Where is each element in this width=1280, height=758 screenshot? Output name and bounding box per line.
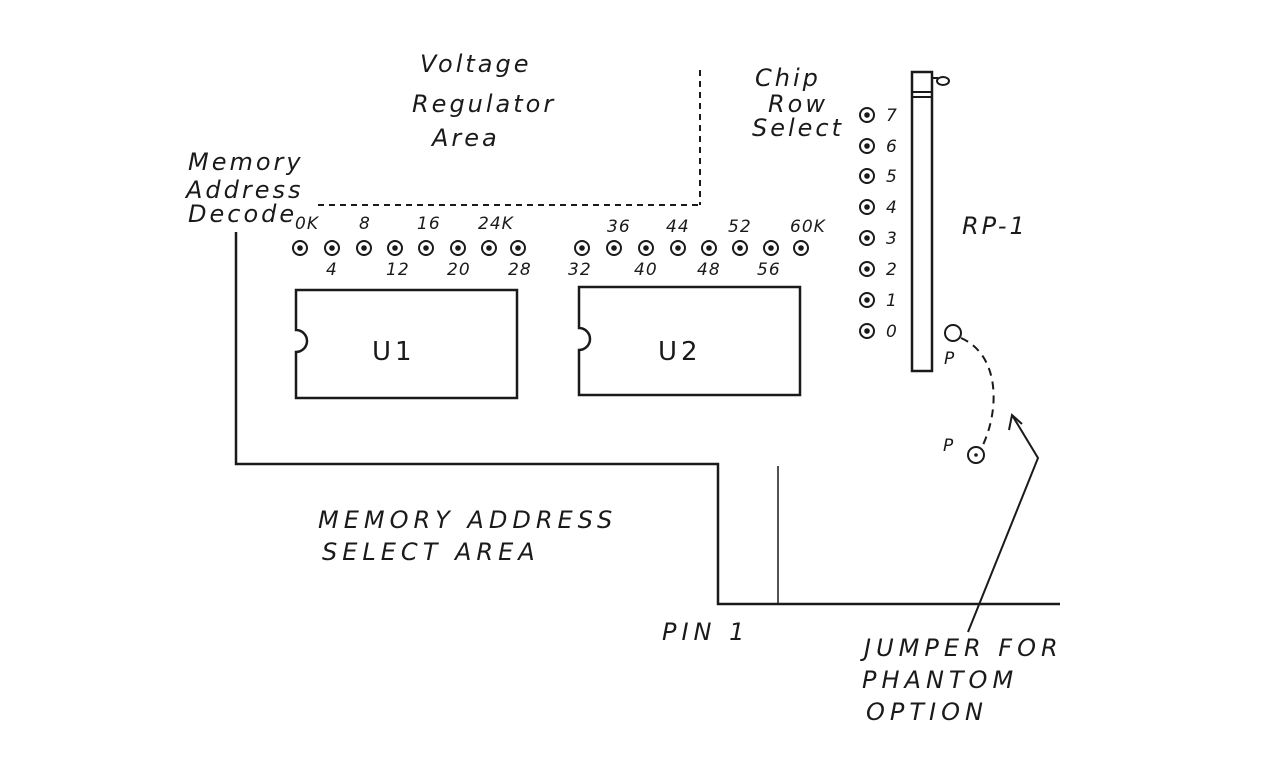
address-label-12: 12 <box>386 260 410 280</box>
phantom-jumper-dashed <box>960 337 995 448</box>
voltage-regulator-label: Voltage Regulator Area <box>412 50 556 152</box>
phantom-pad-lower[interactable]: P <box>943 436 985 464</box>
address-label-44: 44 <box>666 217 690 237</box>
row-label-5: 5 <box>886 167 898 187</box>
address-label-16: 16 <box>417 214 441 234</box>
address-labels-top: 0K 8 16 24K 36 44 52 60K <box>295 214 827 237</box>
address-select-boundary <box>234 232 1060 606</box>
chip-u2-label: U2 <box>658 337 702 367</box>
jumper-pointer-arrow <box>967 413 1040 633</box>
jumper-label: JUMPER FOR PHANTOM OPTION <box>860 634 1063 726</box>
svg-text:Row: Row <box>768 90 828 118</box>
address-label-20: 20 <box>447 260 471 280</box>
address-label-0k: 0K <box>295 214 320 234</box>
svg-text:Decode: Decode <box>188 200 297 228</box>
row-label-1: 1 <box>886 291 898 311</box>
address-label-56: 56 <box>757 260 781 280</box>
svg-text:OPTION: OPTION <box>866 698 988 726</box>
address-label-40: 40 <box>634 260 658 280</box>
svg-text:JUMPER FOR: JUMPER FOR <box>860 634 1063 662</box>
memory-address-select-label: MEMORY ADDRESS SELECT AREA <box>318 506 617 566</box>
svg-text:Chip: Chip <box>755 64 821 92</box>
svg-text:Voltage: Voltage <box>420 50 531 78</box>
row-select-pads[interactable] <box>859 107 875 339</box>
address-label-28: 28 <box>508 260 532 280</box>
chip-u2: U2 <box>577 285 802 397</box>
resistor-pack-rp1: RP-1 <box>910 70 1028 373</box>
svg-text:Address: Address <box>184 176 304 204</box>
svg-text:Select: Select <box>752 114 844 142</box>
pin1-label: PIN 1 <box>662 618 749 646</box>
row-label-3: 3 <box>886 229 898 249</box>
address-pads[interactable] <box>292 240 809 256</box>
chip-u1-label: U1 <box>372 337 416 367</box>
chip-u1: U1 <box>294 288 519 400</box>
row-label-4: 4 <box>886 198 898 218</box>
row-select-labels: 7 6 5 4 3 2 1 0 <box>886 106 898 342</box>
svg-text:Area: Area <box>430 124 500 152</box>
phantom-pad-lower-label: P <box>943 436 954 456</box>
address-label-48: 48 <box>697 260 721 280</box>
address-label-52: 52 <box>728 217 752 237</box>
rp1-label: RP-1 <box>962 212 1028 240</box>
row-label-7: 7 <box>886 106 898 126</box>
address-label-8: 8 <box>359 214 371 234</box>
svg-text:Memory: Memory <box>188 148 304 176</box>
address-label-36: 36 <box>607 217 631 237</box>
address-label-32: 32 <box>568 260 592 280</box>
chip-row-select-label: Chip Row Select <box>752 64 844 142</box>
row-label-6: 6 <box>886 137 898 157</box>
row-label-2: 2 <box>886 260 898 280</box>
svg-text:SELECT AREA: SELECT AREA <box>322 538 540 566</box>
svg-text:Regulator: Regulator <box>412 90 556 118</box>
phantom-pad-upper[interactable]: P <box>944 324 962 369</box>
address-label-24k: 24K <box>478 214 515 234</box>
voltage-regulator-boundary <box>318 70 701 206</box>
address-labels-bottom: 4 12 20 28 32 40 48 56 <box>326 260 781 280</box>
row-label-0: 0 <box>886 322 898 342</box>
address-label-60k: 60K <box>790 217 827 237</box>
address-label-4: 4 <box>326 260 338 280</box>
phantom-pad-upper-label: P <box>944 349 955 369</box>
memory-address-decode-label: Memory Address Decode <box>184 148 304 228</box>
svg-text:PHANTOM: PHANTOM <box>862 666 1018 694</box>
svg-text:MEMORY ADDRESS: MEMORY ADDRESS <box>318 506 617 534</box>
